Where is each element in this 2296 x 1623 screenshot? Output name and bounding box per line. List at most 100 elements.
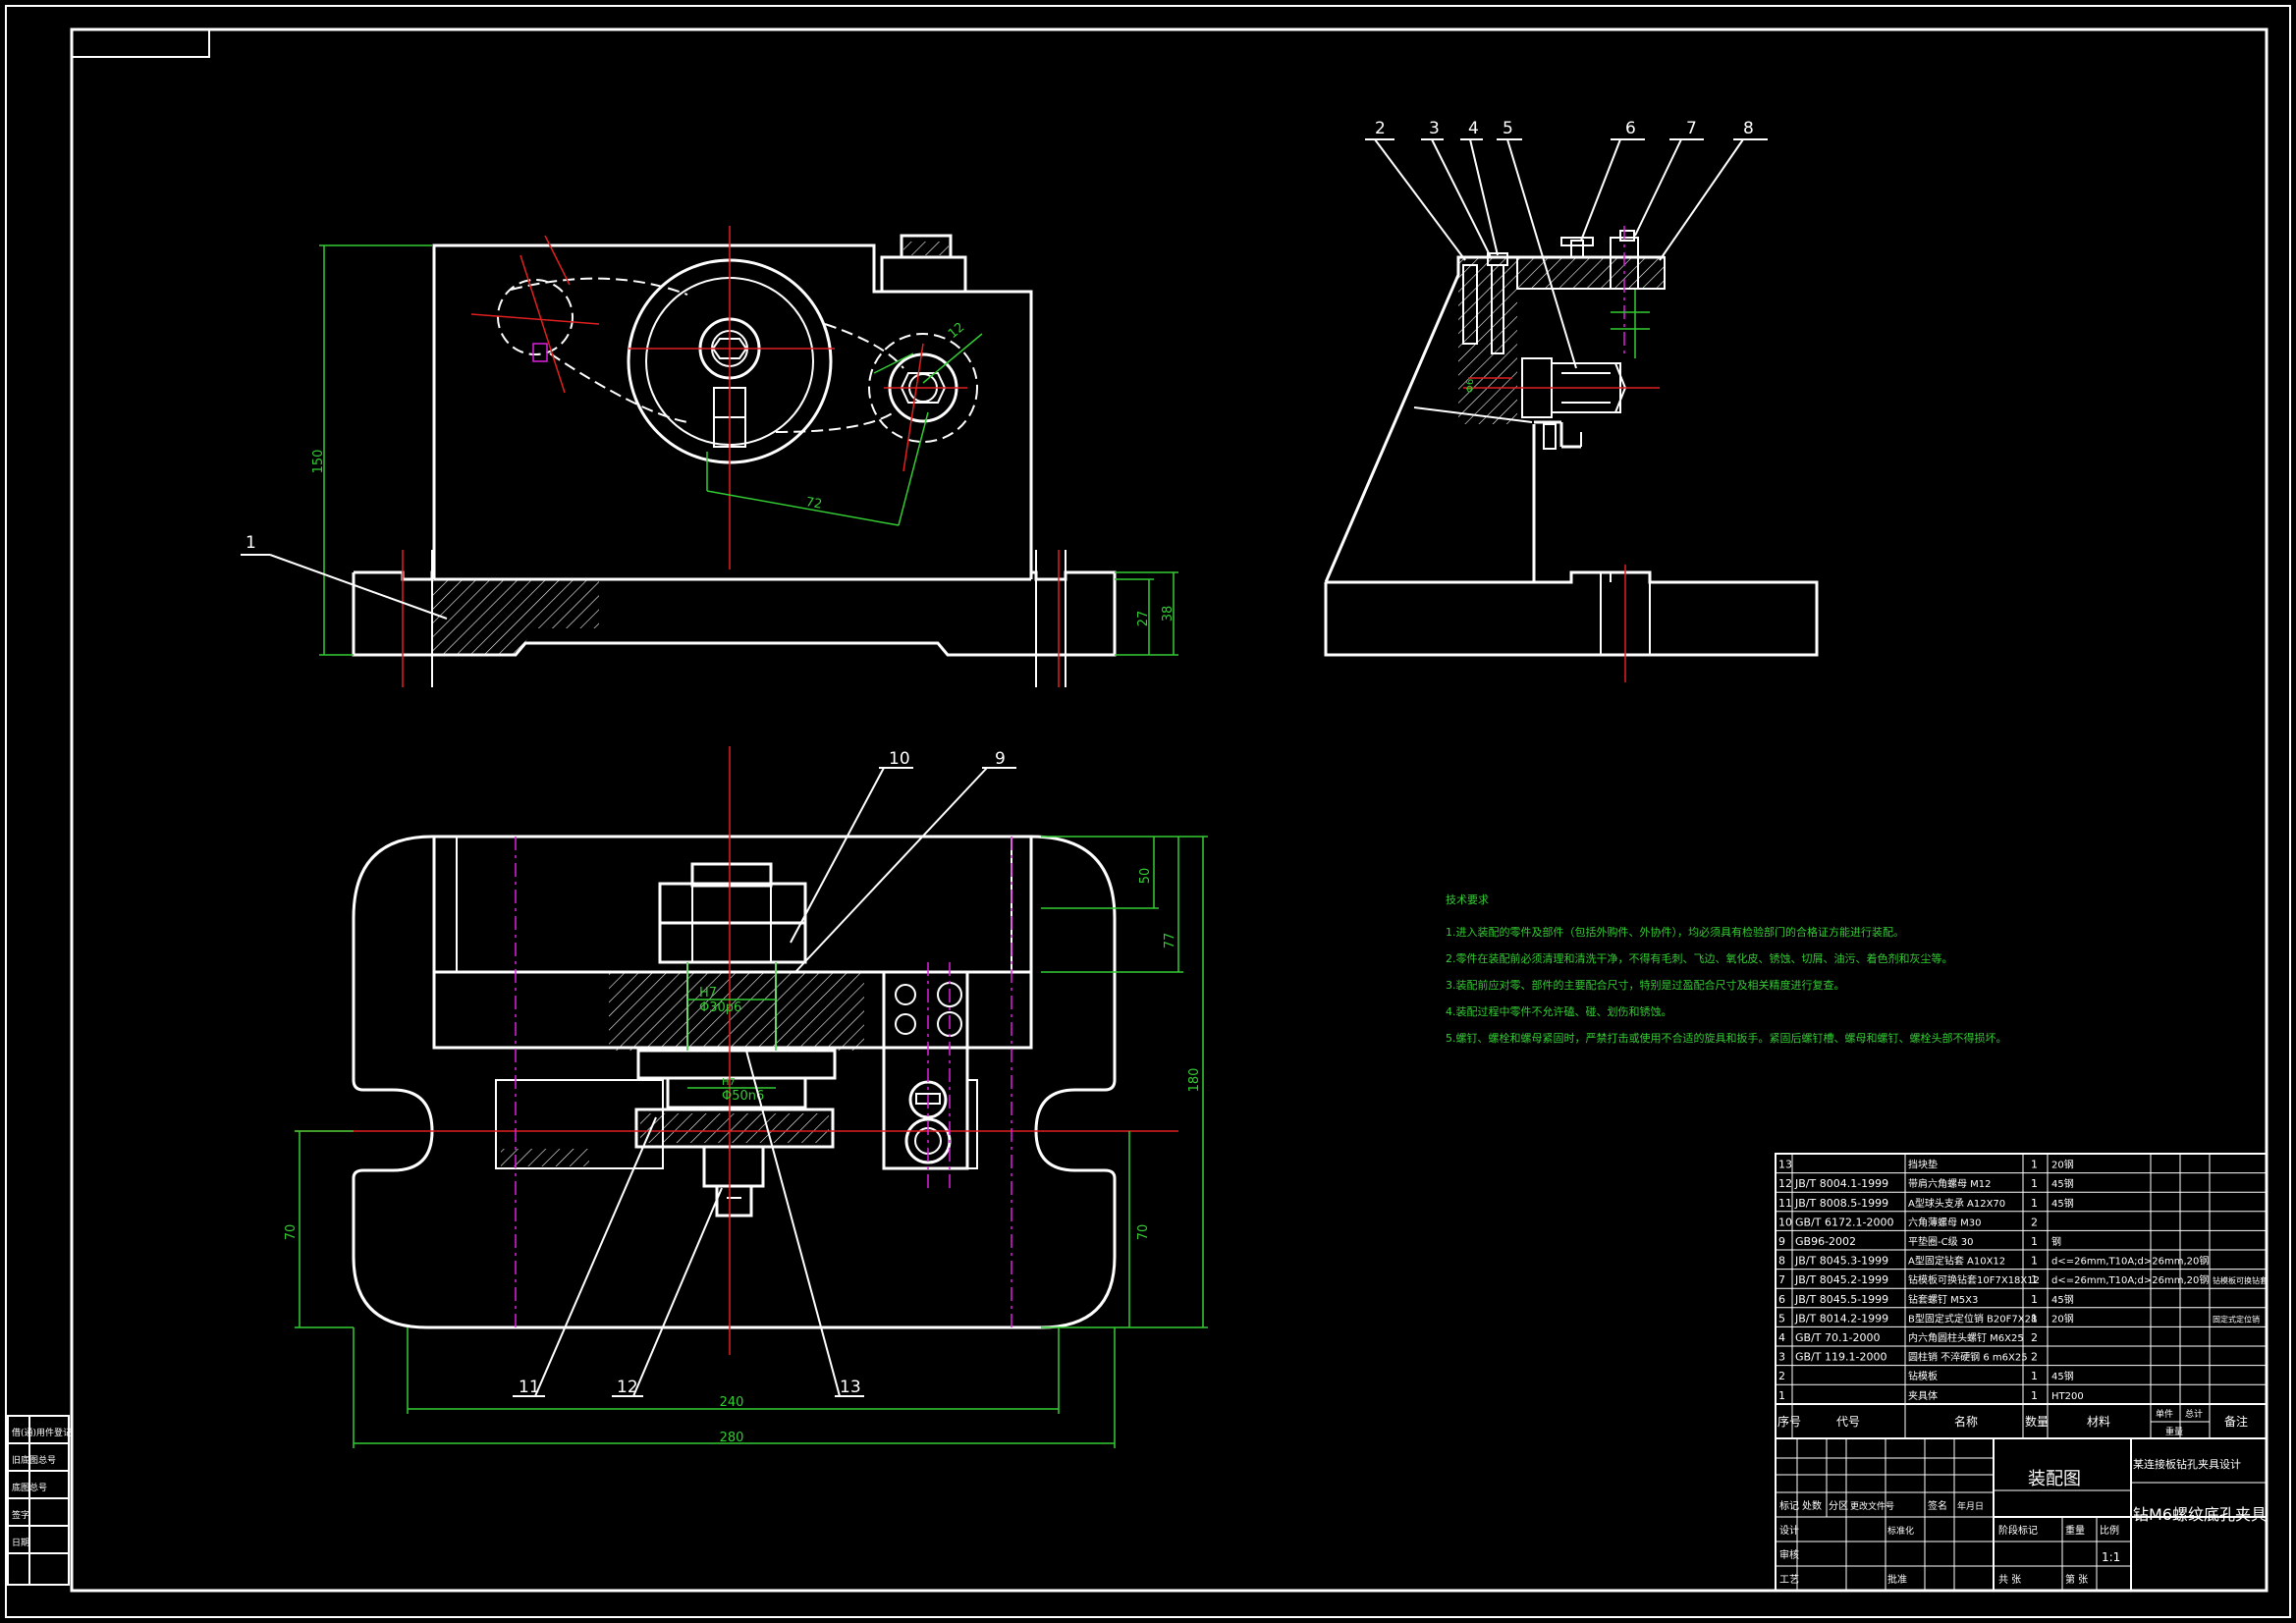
bom-cell-mat: 20钢 bbox=[2051, 1312, 2074, 1325]
dim-70-left: 70 bbox=[284, 1224, 299, 1241]
bom-cell-note: 钻模板可换钻套 bbox=[2213, 1275, 2268, 1285]
note-line-5: 5.螺钉、螺栓和螺母紧固时，严禁打击或使用不合适的旋具和扳手。紧固后螺钉槽、螺母… bbox=[1446, 1031, 2007, 1045]
bom-cell-code: JB/T 8014.2-1999 bbox=[1794, 1312, 1888, 1325]
tb-label-date: 年月日 bbox=[1957, 1500, 1984, 1512]
dim-77: 77 bbox=[1163, 933, 1177, 949]
fit-bottom-tolerance: H7 bbox=[722, 1077, 736, 1088]
plan-view: H7 Φ30p6 H7 Φ50n6 50 77 180 70 70 240 28… bbox=[284, 746, 1208, 1448]
bom-cell-code: JB/T 8008.5-1999 bbox=[1794, 1197, 1888, 1210]
bom-cell-mat: 钢 bbox=[2051, 1235, 2061, 1248]
bom-cell-name: 平垫圈-C级 30 bbox=[1908, 1235, 1974, 1248]
bom-cell-qty: 1 bbox=[2031, 1197, 2038, 1210]
bom-cell-qty: 1 bbox=[2031, 1255, 2038, 1268]
bom-cell-no: 3 bbox=[1778, 1351, 1785, 1364]
bom-cell-mat: HT200 bbox=[2051, 1391, 2084, 1402]
bom-cell-no: 5 bbox=[1778, 1312, 1785, 1325]
side-strip-label-4: 签字 bbox=[12, 1509, 29, 1521]
bom-header-material: 材料 bbox=[2087, 1415, 2110, 1429]
bom-cell-qty: 1 bbox=[2031, 1177, 2038, 1190]
tb-label-sign: 签名 bbox=[1928, 1499, 1947, 1512]
dim-38: 38 bbox=[1161, 606, 1175, 622]
dim-180: 180 bbox=[1187, 1068, 1202, 1093]
bom-cell-no: 12 bbox=[1778, 1177, 1792, 1190]
callout-13: 13 bbox=[840, 1378, 861, 1397]
callout-1: 1 bbox=[246, 533, 256, 553]
side-view: Φ6 2 3 4 5 6 7 8 bbox=[1324, 119, 1819, 682]
bom-cell-name: A型球头支承 A12X70 bbox=[1908, 1197, 2005, 1210]
dim-70-right: 70 bbox=[1136, 1224, 1151, 1241]
bom-cell-qty: 1 bbox=[2031, 1293, 2038, 1306]
bom-cell-qty: 1 bbox=[2031, 1159, 2038, 1171]
bom-cell-name: 带肩六角螺母 M12 bbox=[1908, 1177, 1992, 1190]
fit-bottom-diameter: Φ50n6 bbox=[722, 1089, 764, 1104]
bom-cell-no: 9 bbox=[1778, 1235, 1785, 1248]
bom-cell-code: GB/T 119.1-2000 bbox=[1795, 1351, 1886, 1364]
bom-header-qty: 数量 bbox=[2025, 1414, 2049, 1429]
bom-header-single: 单件 bbox=[2156, 1408, 2173, 1420]
tb-label-zone: 分区 bbox=[1829, 1500, 1848, 1512]
bom-cell-name: 六角薄螺母 M30 bbox=[1908, 1216, 1982, 1228]
bom-cell-no: 8 bbox=[1778, 1255, 1785, 1268]
bom-cell-code: JB/T 8045.2-1999 bbox=[1794, 1273, 1888, 1286]
side-strip-label-3: 底图总号 bbox=[12, 1482, 47, 1493]
bom-header-name: 名称 bbox=[1954, 1414, 1978, 1429]
bom-cell-no: 7 bbox=[1778, 1273, 1785, 1286]
tb-label-review: 审核 bbox=[1779, 1548, 1799, 1561]
bom-cell-name: 钻模板可换钻套10F7X18X12 bbox=[1908, 1273, 2040, 1286]
bom-cell-qty: 1 bbox=[2031, 1273, 2038, 1286]
note-line-4: 4.装配过程中零件不允许磕、碰、划伤和锈蚀。 bbox=[1446, 1004, 1672, 1018]
dim-150: 150 bbox=[311, 450, 326, 474]
tb-label-stage: 阶段标记 bbox=[1998, 1524, 2038, 1537]
callout-7: 7 bbox=[1686, 119, 1697, 138]
bom-cell-mat: 45钢 bbox=[2051, 1293, 2074, 1306]
callout-11: 11 bbox=[519, 1378, 540, 1397]
callout-6: 6 bbox=[1625, 119, 1636, 138]
side-strip-label-1: 借(通)用件登记 bbox=[12, 1427, 72, 1438]
drawing-name: 装配图 bbox=[2028, 1469, 2081, 1489]
bom-cell-code: GB/T 6172.1-2000 bbox=[1795, 1216, 1893, 1228]
bom-cell-name: 夹具体 bbox=[1908, 1389, 1938, 1402]
bom-cell-name: 挡块垫 bbox=[1908, 1159, 1938, 1171]
bom-header-code: 代号 bbox=[1836, 1415, 1860, 1429]
dim-side-label: Φ6 bbox=[1465, 379, 1476, 393]
callout-9: 9 bbox=[995, 749, 1006, 769]
product-name: 钻M6螺纹底孔夹具 bbox=[2133, 1505, 2267, 1524]
callout-4: 4 bbox=[1468, 119, 1479, 138]
tb-label-design: 设计 bbox=[1779, 1524, 1799, 1537]
dim-240: 240 bbox=[720, 1395, 744, 1410]
organization-name: 某连接板钻孔夹具设计 bbox=[2133, 1457, 2241, 1471]
bom-cell-code: JB/T 8045.5-1999 bbox=[1794, 1293, 1888, 1306]
bom-cell-name: 钻套螺钉 M5X3 bbox=[1908, 1293, 1978, 1306]
dim-280: 280 bbox=[720, 1431, 744, 1445]
bom-cell-no: 4 bbox=[1778, 1331, 1785, 1344]
title-block: 标记 处数 分区 更改文件号 签名 年月日 设计 标准化 审核 工艺 批准 阶段… bbox=[1775, 1437, 2268, 1592]
tb-label-weight: 重量 bbox=[2065, 1524, 2085, 1537]
tb-label-change-doc: 更改文件号 bbox=[1850, 1500, 1894, 1512]
tb-label-sheets-total: 共 张 bbox=[1998, 1574, 2021, 1586]
front-view: 150 27 38 72 12 1 bbox=[241, 226, 1178, 687]
callout-2: 2 bbox=[1375, 119, 1386, 138]
side-strip: 借(通)用件登记 旧底图总号 底图总号 签字 日期 bbox=[7, 1415, 72, 1586]
tb-label-standard: 标准化 bbox=[1887, 1525, 1914, 1537]
fit-top-diameter: Φ30p6 bbox=[699, 1001, 741, 1015]
bom-cell-no: 2 bbox=[1778, 1370, 1785, 1382]
dim-72: 72 bbox=[804, 495, 823, 513]
note-line-3: 3.装配前应对零、部件的主要配合尺寸，特别是过盈配合尺寸及相关精度进行复查。 bbox=[1446, 978, 1845, 992]
bom-cell-name: A型固定钻套 A10X12 bbox=[1908, 1255, 2005, 1268]
tb-label-mark: 标记 bbox=[1779, 1500, 1799, 1512]
bom-cell-name: 圆柱销 不淬硬钢 6 m6X25 bbox=[1908, 1351, 2028, 1364]
bom-cell-code: JB/T 8004.1-1999 bbox=[1794, 1177, 1888, 1190]
bom-header-note: 备注 bbox=[2224, 1414, 2248, 1429]
bom-cell-name: 内六角圆柱头螺钉 M6X25 bbox=[1908, 1331, 2024, 1344]
callout-5: 5 bbox=[1503, 119, 1513, 138]
dim-12: 12 bbox=[946, 320, 967, 342]
tb-label-approve: 批准 bbox=[1887, 1573, 1907, 1586]
tb-label-scale: 比例 bbox=[2100, 1524, 2119, 1537]
bom-cell-qty: 1 bbox=[2031, 1370, 2038, 1382]
side-strip-label-2: 旧底图总号 bbox=[12, 1454, 56, 1466]
bom-cell-note: 固定式定位销 bbox=[2213, 1314, 2260, 1324]
bom-cell-qty: 1 bbox=[2031, 1312, 2038, 1325]
bom-cell-code: JB/T 8045.3-1999 bbox=[1794, 1255, 1888, 1268]
side-strip-label-5: 日期 bbox=[12, 1538, 29, 1548]
